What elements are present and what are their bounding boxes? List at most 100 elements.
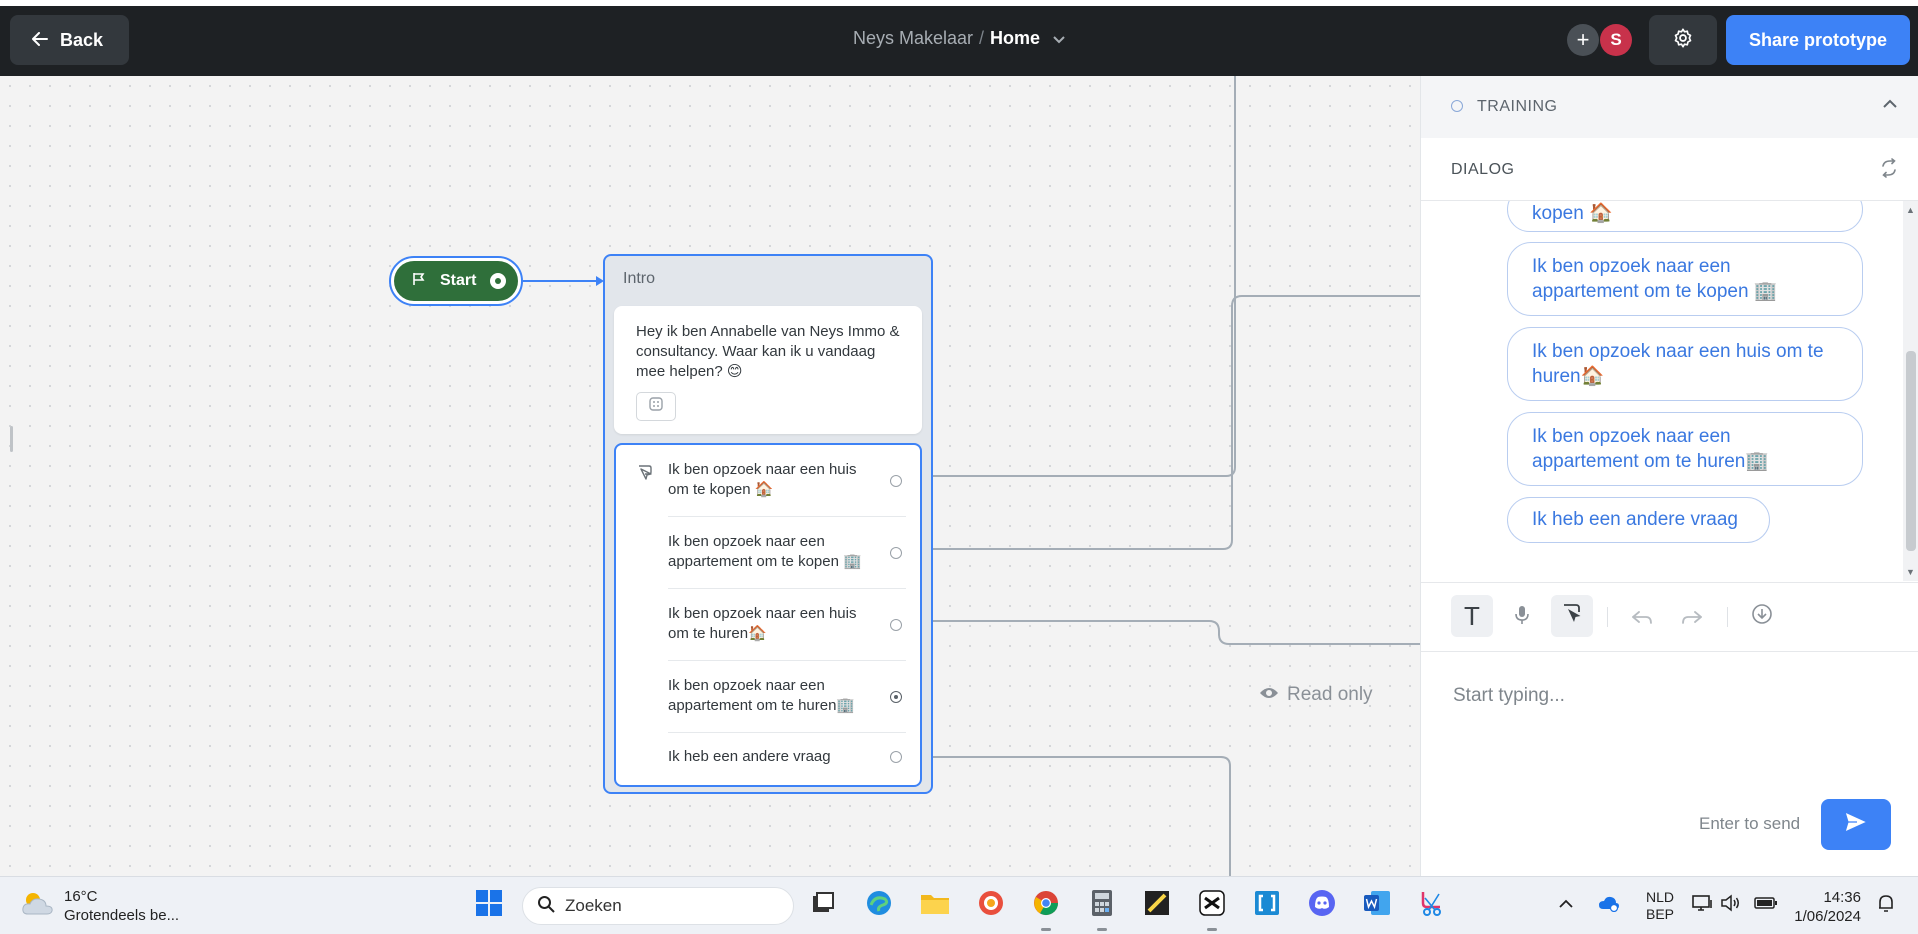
send-icon: [1844, 810, 1869, 838]
discord-app[interactable]: [1305, 888, 1339, 922]
start-node-port[interactable]: [490, 273, 506, 289]
choice-divider: [668, 516, 906, 517]
notifications-button[interactable]: [1872, 888, 1900, 922]
system-clock[interactable]: 14:36 1/06/2024: [1793, 888, 1861, 926]
dice-icon: [648, 396, 664, 417]
running-indicator: [1097, 928, 1107, 931]
choice-port[interactable]: [890, 547, 902, 559]
read-only-indicator: Read only: [1259, 684, 1373, 706]
text-icon: T: [1464, 600, 1480, 631]
word-app[interactable]: [1360, 888, 1394, 922]
search-placeholder: Zoeken: [565, 896, 622, 915]
snipping-tool-app[interactable]: [1415, 888, 1449, 922]
sticky-notes-app[interactable]: [1140, 888, 1174, 922]
edge-arrowhead: [596, 276, 604, 286]
flag-icon: [412, 272, 426, 290]
scroll-thumb[interactable]: [1906, 351, 1916, 551]
choice-item[interactable]: Ik ben opzoek naar een huis om te kopen …: [616, 445, 920, 517]
choice-item[interactable]: Ik ben opzoek naar een huis om te huren🏠: [616, 589, 920, 661]
choice-text: Ik ben opzoek naar een huis om te kopen …: [668, 461, 857, 498]
network-tray[interactable]: [1690, 888, 1716, 922]
intro-block[interactable]: Intro Hey ik ben Annabelle van Neys Immo…: [603, 254, 933, 794]
taskbar-search[interactable]: Zoeken: [522, 887, 794, 925]
dialog-transcript[interactable]: kopen 🏠 Ik ben opzoek naar een apparteme…: [1421, 201, 1903, 581]
text-mode-button[interactable]: T: [1451, 595, 1493, 637]
start-menu-button[interactable]: [472, 888, 506, 922]
weather-description: Grotendeels be...: [64, 907, 180, 924]
keyboard-language[interactable]: NLD BEP: [1640, 889, 1680, 923]
eye-icon: [1259, 684, 1279, 706]
edge-icon: [865, 889, 893, 922]
breadcrumb: Neys Makelaar/Home: [0, 28, 1918, 49]
discord-icon: [1308, 889, 1336, 922]
back-button[interactable]: Back: [10, 15, 129, 65]
tray-overflow-button[interactable]: [1554, 888, 1578, 922]
training-status-icon: [1451, 100, 1463, 112]
message-step[interactable]: Hey ik ben Annabelle van Neys Immo & con…: [614, 306, 922, 434]
start-node[interactable]: Start: [389, 256, 523, 306]
os-taskbar: 16°C Grotendeels be... Zoeken: [0, 876, 1918, 934]
choice-port[interactable]: [890, 751, 902, 763]
choice-port[interactable]: [890, 691, 902, 703]
undo-button[interactable]: [1621, 595, 1663, 637]
redo-button[interactable]: [1671, 595, 1713, 637]
choice-pointer-icon: [636, 463, 654, 486]
choice-text: Ik heb een andere vraag: [668, 748, 831, 765]
chevron-up-icon: [1559, 896, 1573, 914]
choice-step[interactable]: Ik ben opzoek naar een huis om te kopen …: [614, 443, 922, 787]
dialog-scrollbar[interactable]: ▲ ▼: [1903, 201, 1918, 581]
voice-mode-button[interactable]: [1501, 595, 1543, 637]
breadcrumb-page[interactable]: Home: [990, 28, 1041, 48]
settings-button[interactable]: [1649, 15, 1717, 65]
flow-canvas[interactable]: Start Intro Hey ik ben Annabelle van Ney…: [0, 76, 1420, 876]
chrome-app[interactable]: [1029, 888, 1063, 922]
chevron-up-icon[interactable]: [1883, 96, 1897, 114]
choice-item[interactable]: Ik heb een andere vraag: [616, 733, 920, 785]
bell-icon: [1876, 893, 1896, 918]
volume-tray[interactable]: [1718, 888, 1744, 922]
canvas-drag-handle[interactable]: [10, 426, 13, 452]
message-input[interactable]: [1451, 684, 1895, 708]
edge-choice-2: [922, 295, 1420, 550]
choice-item[interactable]: Ik ben opzoek naar een appartement om te…: [616, 661, 920, 733]
undo-icon: [1631, 601, 1652, 632]
choice-port[interactable]: [890, 619, 902, 631]
breadcrumb-project[interactable]: Neys Makelaar: [852, 28, 973, 48]
choice-item[interactable]: Ik ben opzoek naar een appartement om te…: [616, 517, 920, 589]
add-collaborator-button[interactable]: +: [1567, 24, 1599, 56]
onedrive-tray[interactable]: [1596, 888, 1622, 922]
choice-port[interactable]: [890, 475, 902, 487]
chevron-down-icon[interactable]: [1053, 31, 1065, 47]
calculator-icon: [1091, 889, 1113, 922]
task-view-button[interactable]: [806, 888, 840, 922]
code-app[interactable]: [1250, 888, 1284, 922]
reset-icon[interactable]: [1879, 158, 1899, 183]
browser-app[interactable]: [974, 888, 1008, 922]
choice-bubble[interactable]: Ik ben opzoek naar een appartement om te…: [1507, 412, 1863, 486]
scroll-down-arrow[interactable]: ▼: [1906, 567, 1915, 577]
scissors-icon: [1418, 889, 1446, 922]
scroll-up-arrow[interactable]: ▲: [1906, 205, 1915, 215]
temperature: 16°C: [64, 888, 98, 905]
dialog-header: DIALOG: [1421, 138, 1918, 201]
choice-bubble[interactable]: Ik ben opzoek naar een huis om te huren🏠: [1507, 327, 1863, 401]
download-button[interactable]: [1741, 595, 1783, 637]
weather-widget[interactable]: 16°C Grotendeels be...: [20, 887, 179, 925]
share-prototype-button[interactable]: Share prototype: [1726, 15, 1910, 65]
choice-text: Ik ben opzoek naar een appartement om te…: [668, 677, 856, 714]
variant-button[interactable]: [636, 392, 676, 421]
choice-bubble[interactable]: Ik ben opzoek naar een appartement om te…: [1507, 242, 1863, 316]
edge-app[interactable]: [862, 888, 896, 922]
file-explorer-app[interactable]: [918, 888, 952, 922]
capcut-app[interactable]: [1195, 888, 1229, 922]
choice-bubble[interactable]: Ik heb een andere vraag: [1507, 497, 1770, 543]
choice-bubble[interactable]: kopen 🏠: [1507, 201, 1863, 232]
choice-divider: [668, 588, 906, 589]
chrome-icon: [1032, 889, 1060, 922]
send-button[interactable]: [1821, 799, 1891, 850]
user-avatar[interactable]: S: [1600, 24, 1632, 56]
calculator-app[interactable]: [1085, 888, 1119, 922]
button-mode-button[interactable]: [1551, 595, 1593, 637]
battery-tray[interactable]: [1752, 888, 1780, 922]
training-header[interactable]: TRAINING: [1421, 76, 1918, 139]
